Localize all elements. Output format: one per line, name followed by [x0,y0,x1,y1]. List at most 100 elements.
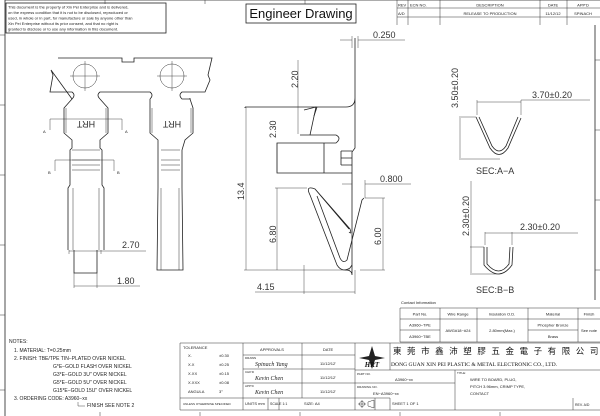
sheet-size: SIZE: A4 [304,401,321,406]
tolerance-label: TOLERANCE [183,345,208,350]
drawn-date: 11/12/12' [320,361,336,366]
side-view: 0.250 2.20 2.30 13.4 6.80 6.00 0.800 4.1… [236,30,411,294]
section-b-label: B [48,170,51,175]
drawing-no-value: EN−A3960−xx [373,391,399,396]
note-line: 2. FINISH: TBE/TPE TIN−PLATED OVER NICKE… [14,356,126,362]
date-cell: 11/12/12 [545,11,561,16]
dim-3-50: 3.50±0.20 [450,68,460,108]
projection-symbol-icon [358,399,375,409]
tol-key: X. [188,353,192,358]
col-part-no: Part No. [413,312,428,317]
part-no-cell: A3960−TPE [409,323,431,328]
drawing-title-text: Engineer Drawing [249,6,352,21]
dim-4-15: 4.15 [257,282,275,292]
unless-specified: UNLESS OTHERWISE SPECIFIED [183,402,231,406]
notes: NOTES: 1. MATERIAL: T=0.25mm 2. FINISH: … [9,339,134,409]
contact-information-table: Contact Information Part No. Wire Range … [399,300,600,343]
drawn-label: DRAWN [245,356,256,360]
finish-cell: See note [581,328,598,333]
notice-line: This document is the property of Xin Pei… [8,5,129,10]
part-no-label: PART NO. [357,372,371,376]
description-cell: RELEASE TO PRODUCTION [464,11,517,16]
tol-key: X.X [188,362,195,367]
notice-line: Xin Pei Enterprise without its prior con… [8,21,118,26]
dim-2-30-width: 2.30±0.20 [520,222,560,232]
title-label: TITLE: [457,371,466,375]
section-a-label: A [125,129,128,134]
ecn-header: ECN NO. [410,3,427,8]
rev-header: REV [398,3,407,8]
col-material: Material [546,312,560,317]
front-view: HRT HRT A A B B 2.70 1.80 [43,57,213,288]
tol-key: X.XX [188,371,197,376]
note-line: G5*E−GOLD 5U" OVER NICKEL [53,380,127,386]
note-line: G15*E−GOLD 15U" OVER NICKEL [53,388,132,394]
col-finish: Finish [584,312,595,317]
appd-cell: SPINACH [574,11,592,16]
chkd-date: 11/12/12' [320,375,336,380]
dim-0-800: 0.800 [380,174,403,184]
logo-text: HRT [364,361,380,369]
dim-6-00: 6.00 [373,227,383,245]
col-insulation: Insulation O.D. [489,312,515,317]
col-wire-range: Wire Range [447,312,469,317]
title-line: WIRE TO BOARD, PLUG, [470,377,517,382]
tol-key: ANGULA [188,389,205,394]
notes-heading: NOTES: [9,339,28,345]
dim-2-30-height: 2.30±0.20 [461,196,471,236]
date-header: DATE [548,3,559,8]
section-b-b: 2.30±0.20 2.30±0.20 SEC:B−B [461,181,578,295]
section-b-label: B [117,170,120,175]
section-a-a-caption: SEC:A−A [476,166,514,176]
title-block: TOLERANCE X. ±0.30 X.X ±0.25 X.XX ±0.15 … [179,342,600,411]
company-name-chinese: 東 莞 市 鑫 沛 塑 膠 五 金 電 子 有 限 公 司 [393,346,600,356]
contact-caption: Contact Information [401,300,436,305]
note-line: 3. ORDERING CODE: A3960−xx [14,396,88,402]
date-label: DATE [323,347,334,352]
section-a-label: A [43,129,46,134]
part-no-cell: A3960−TBE [409,334,431,339]
chkd-label: CHK'D [245,370,255,374]
notice-line: granted to disclose or to use any inform… [8,27,118,32]
approvals-label: APPROVALS [260,347,284,352]
section-b-b-caption: SEC:B−B [476,285,514,295]
appd-signature: Kevin Chen [254,390,283,396]
sheet-number: SHEET 1 OF 1 [392,401,419,406]
finish-note: FINISH SEE NOTE 2 [87,403,134,409]
company-name-english: DONG GUAN XIN PEI PLASTIC & METAL ELECTR… [391,362,558,368]
description-header: DESCRIPTION [476,3,503,8]
tol-value: ±0.25 [219,362,230,367]
drawing-no-label: DRAWING NO. [357,385,378,389]
material-cell: Brass [548,334,558,339]
dim-13-4: 13.4 [236,182,246,200]
material-cell: Phospher Bronze [538,323,570,328]
note-line: G*E−GOLD FLASH OVER NICKEL [53,364,132,370]
tol-key: X.XXX [188,380,200,385]
title-line: CONTACT [470,391,490,396]
chkd-signature: Kevin Chen [254,376,283,382]
dim-2-30: 2.30 [268,120,278,138]
dim-3-70: 3.70±0.20 [532,90,572,100]
appd-label: APP'D [245,384,255,388]
appd-date: 11/12/12' [320,389,336,394]
revision-table: REV ECN NO. DESCRIPTION DATE APP'D A/D R… [396,0,600,25]
section-a-a: 3.70±0.20 3.50±0.20 SEC:A−A [450,68,590,176]
dim-1-80: 1.80 [117,276,135,286]
drawn-signature: Spinach Yang [255,362,288,368]
hrt-marking: HRT [162,119,181,129]
notice-line: on the express condition that it is not … [8,10,129,15]
rev-cell: A/D [398,11,405,16]
tolerance-list: X. ±0.30 X.X ±0.25 X.XX ±0.15 X.XXX ±0.0… [188,353,230,394]
insulation-cell: 2.80mm(Max.) [489,328,515,333]
company-logo: HRT [359,346,385,369]
tol-value: 3° [219,389,223,394]
dim-2-20: 2.20 [290,70,300,88]
units: UNITS mm [245,401,265,406]
appd-header: APP'D [577,3,589,8]
scale: SCALE 1:1 [270,402,287,406]
title-line: PITCH 3.96mm, CRIMP TYPE, [470,384,525,389]
note-line: G3*E−GOLD 3U" OVER NICKEL [53,372,127,378]
confidentiality-notice: This document is the property of Xin Pei… [5,2,167,34]
